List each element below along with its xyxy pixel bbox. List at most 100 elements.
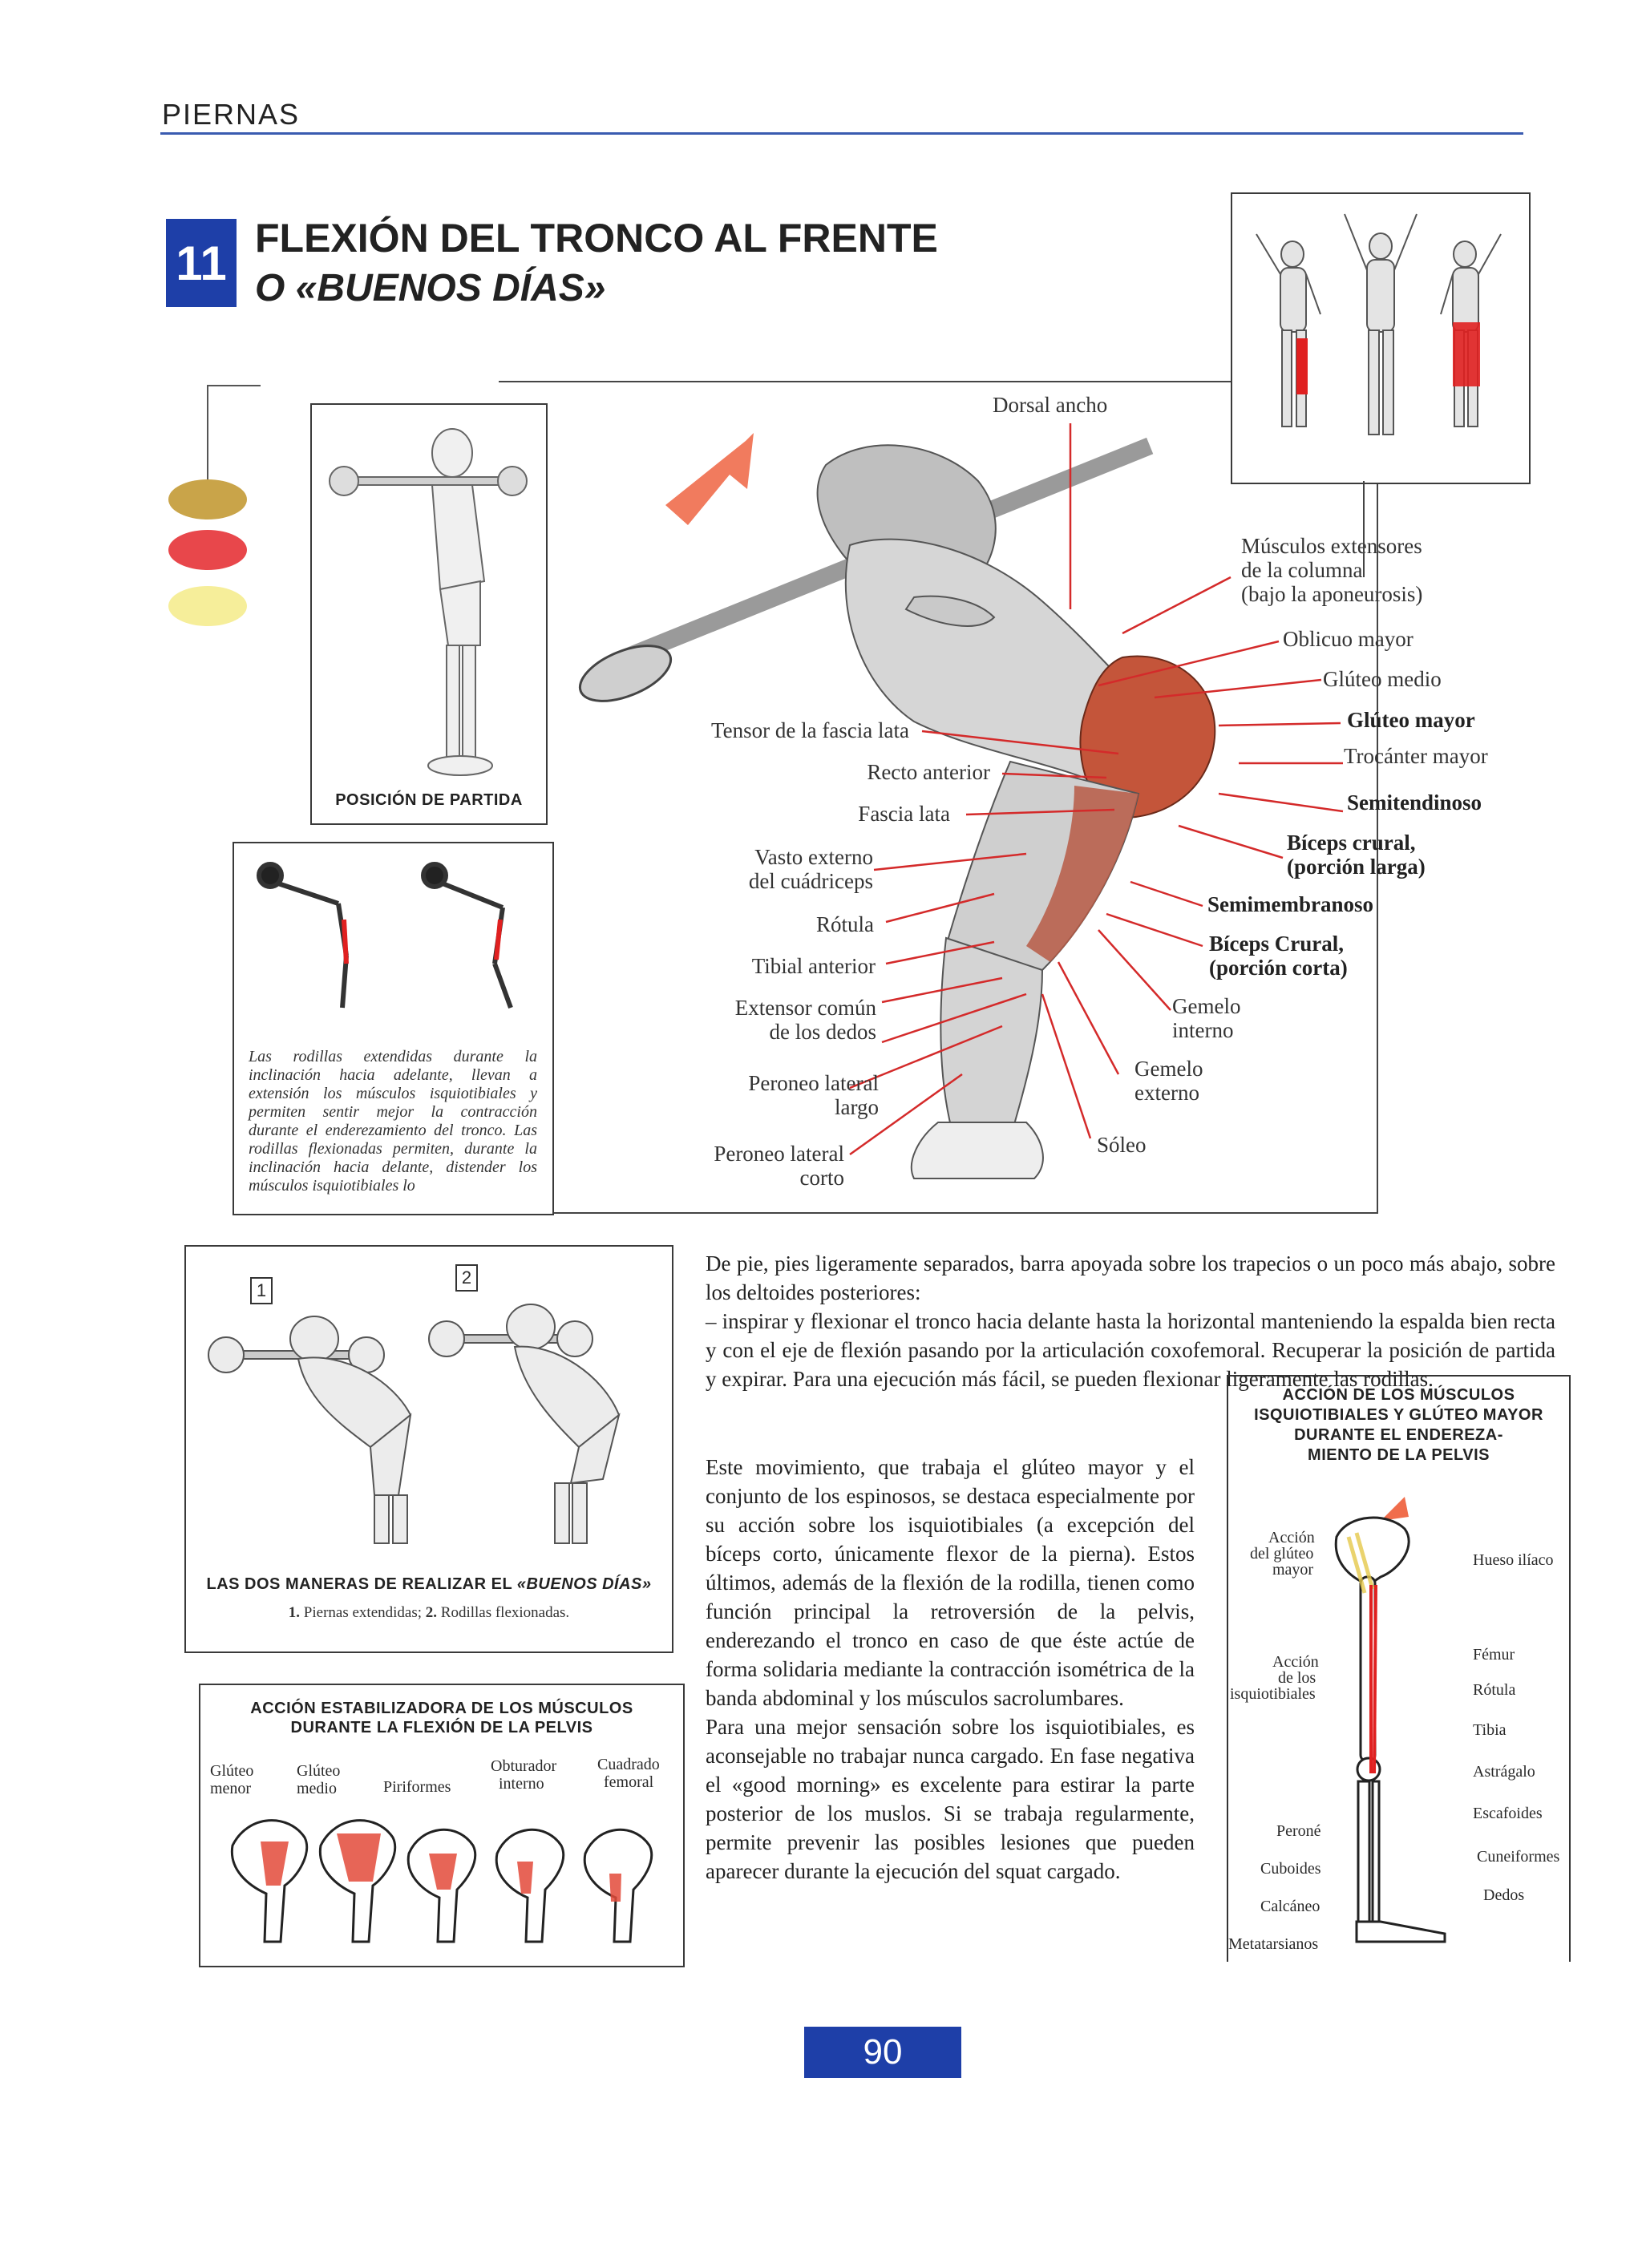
label-vasto-2: del cuádriceps xyxy=(748,869,873,893)
label-gluteo-medio: Glúteo medio xyxy=(1323,667,1442,691)
leg-skeleton-illustration xyxy=(1334,1497,1446,1943)
hamstring-title-3: DURANTE EL ENDEREZA- xyxy=(1294,1426,1503,1444)
knees-info-text: Las rodillas extendidas durante la incli… xyxy=(249,1048,537,1195)
label-peroneo-corto-2: corto xyxy=(799,1166,844,1190)
hb-accion-gluteo-2: del glúteo xyxy=(1250,1545,1314,1563)
label-dorsal-ancho: Dorsal ancho xyxy=(993,393,1108,417)
label-biceps-largo-2: (porción larga) xyxy=(1287,855,1426,879)
main-figure-illustration xyxy=(578,433,1216,1179)
hamstring-title-2: ISQUIOTIBIALES Y GLÚTEO MAYOR xyxy=(1254,1406,1543,1424)
stab-label-piriformes: Piriformes xyxy=(383,1778,451,1796)
anatomy-thumbnail-box xyxy=(1231,192,1531,484)
stabilizing-box: ACCIÓN ESTABILIZADORA DE LOS MÚSCULOS DU… xyxy=(199,1684,685,1967)
knees-illustrations xyxy=(257,862,513,1009)
label-biceps-corta-2: (porción corta) xyxy=(1209,956,1348,980)
label-gemelo-externo-1: Gemelo xyxy=(1134,1057,1203,1081)
label-extensores: Músculos extensores xyxy=(1241,534,1422,558)
label-extensor-2: de los dedos xyxy=(769,1020,876,1044)
hb-accion-isq-3: isquiotibiales xyxy=(1230,1685,1316,1703)
label-oblicuo: Oblicuo mayor xyxy=(1283,627,1413,651)
hb-accion-isq-1: Acción xyxy=(1272,1653,1319,1671)
label-extensores-3: (bajo la aponeurosis) xyxy=(1241,582,1423,606)
label-semitendinoso: Semitendinoso xyxy=(1347,790,1482,815)
hb-cuboides: Cuboides xyxy=(1260,1860,1321,1878)
stab-label-gluteo-medio-1: Glúteo xyxy=(297,1762,341,1780)
label-extensores-2: de la columna xyxy=(1241,558,1363,582)
hamstring-title-4: MIENTO DE LA PELVIS xyxy=(1308,1446,1490,1464)
hamstring-box: ACCIÓN DE LOS MÚSCULOS ISQUIOTIBIALES Y … xyxy=(1227,1375,1571,1962)
start-position-box: POSICIÓN DE PARTIDA xyxy=(310,403,548,825)
way-1-badge: 1 xyxy=(250,1277,273,1304)
legend-dot-yellow xyxy=(168,586,247,626)
label-peroneo-largo-1: Peroneo lateral xyxy=(748,1071,879,1095)
label-vasto-1: Vasto externo xyxy=(754,845,873,869)
label-tibial: Tibial anterior xyxy=(751,954,876,978)
stab-label-cuadrado-1: Cuadrado xyxy=(597,1756,660,1773)
stab-label-obturador-1: Obturador xyxy=(491,1757,557,1775)
label-peroneo-largo-2: largo xyxy=(835,1095,879,1119)
hb-perone: Peroné xyxy=(1276,1822,1321,1840)
hb-dedos: Dedos xyxy=(1483,1886,1525,1904)
stabilizing-title-2: DURANTE LA FLEXIÓN DE LA PELVIS xyxy=(290,1719,593,1736)
two-ways-box: 1 2 LAS DOS MANERAS DE REALIZAR EL «BUEN… xyxy=(184,1245,673,1653)
label-soleo: Sóleo xyxy=(1097,1133,1147,1157)
hb-calcaneo: Calcáneo xyxy=(1260,1898,1320,1915)
barbell-plate xyxy=(578,645,673,702)
start-position-figure xyxy=(329,428,528,776)
section-header: PIERNAS xyxy=(162,98,301,131)
stab-label-gluteo-menor-1: Glúteo xyxy=(210,1762,254,1780)
label-gluteo-mayor: Glúteo mayor xyxy=(1347,708,1475,732)
body-text: De pie, pies ligeramente separados, barr… xyxy=(706,1249,1555,1393)
up-arrow-icon xyxy=(1381,1497,1409,1521)
label-extensor-1: Extensor común xyxy=(734,996,876,1020)
hamstrings xyxy=(1026,786,1138,962)
hamstring-title-1: ACCIÓN DE LOS MÚSCULOS xyxy=(1282,1386,1515,1404)
up-arrow-icon xyxy=(665,433,754,525)
arm xyxy=(904,595,996,627)
stab-label-gluteo-medio-2: medio xyxy=(297,1780,337,1797)
two-ways-subcaption: 1. Piernas extendidas; 2. Rodillas flexi… xyxy=(288,1604,570,1621)
label-biceps-largo-1: Bíceps crural, xyxy=(1287,831,1416,855)
hb-accion-isq-2: de los xyxy=(1278,1669,1316,1687)
stab-label-obturador-2: interno xyxy=(499,1775,544,1793)
hb-metatarsianos: Metatarsianos xyxy=(1228,1935,1319,1953)
body-paragraph-1: De pie, pies ligeramente separados, barr… xyxy=(706,1251,1555,1304)
hb-femur: Fémur xyxy=(1473,1646,1515,1664)
shoe xyxy=(910,1122,1044,1179)
label-biceps-corta-1: Bíceps Crural, xyxy=(1209,932,1344,956)
label-gemelo-interno-1: Gemelo xyxy=(1172,994,1241,1018)
hb-hueso: Hueso ilíaco xyxy=(1473,1551,1554,1569)
header-rule xyxy=(160,132,1523,135)
body-text-column: Este movimiento, que trabaja el glúteo m… xyxy=(706,1453,1195,1886)
label-semimembranoso: Semimembranoso xyxy=(1207,892,1373,916)
hb-astragalo: Astrágalo xyxy=(1473,1763,1535,1781)
start-position-caption: POSICIÓN DE PARTIDA xyxy=(335,791,523,809)
exercise-title-line1: FLEXIÓN DEL TRONCO AL FRENTE xyxy=(255,216,938,261)
label-tensor: Tensor de la fascia lata xyxy=(711,718,909,742)
hb-accion-gluteo-3: mayor xyxy=(1272,1561,1314,1579)
body-paragraph-4: Para una mejor sensación sobre los isqui… xyxy=(706,1715,1195,1883)
main-figure-frame xyxy=(499,381,1378,1214)
legend-dot-red xyxy=(168,530,247,570)
label-gemelo-externo-2: externo xyxy=(1134,1081,1199,1105)
legend-bracket xyxy=(207,385,261,491)
thumbnail-connector xyxy=(1363,481,1365,577)
hb-tibia: Tibia xyxy=(1473,1721,1507,1739)
hb-cuneiformes: Cuneiformes xyxy=(1477,1848,1560,1866)
exercise-number-badge: 11 xyxy=(166,219,237,307)
way-2-badge: 2 xyxy=(455,1264,478,1292)
pelvis-illustrations xyxy=(230,1819,653,1943)
page-number: 90 xyxy=(804,2027,961,2078)
legend-dot-gold xyxy=(168,479,247,519)
body-paragraph-3: Este movimiento, que trabaja el glúteo m… xyxy=(706,1455,1195,1710)
hb-escafoides: Escafoides xyxy=(1473,1805,1543,1822)
gluteus-maximus xyxy=(1079,655,1216,819)
stab-label-gluteo-menor-2: menor xyxy=(210,1780,252,1797)
label-recto: Recto anterior xyxy=(867,760,990,784)
two-ways-caption: LAS DOS MANERAS DE REALIZAR EL «BUENOS D… xyxy=(206,1575,652,1593)
label-rotula: Rótula xyxy=(816,912,874,936)
label-peroneo-corto-1: Peroneo lateral xyxy=(714,1142,844,1166)
hb-rotula: Rótula xyxy=(1473,1681,1516,1699)
anatomy-thumbnail-figures xyxy=(1256,213,1502,435)
